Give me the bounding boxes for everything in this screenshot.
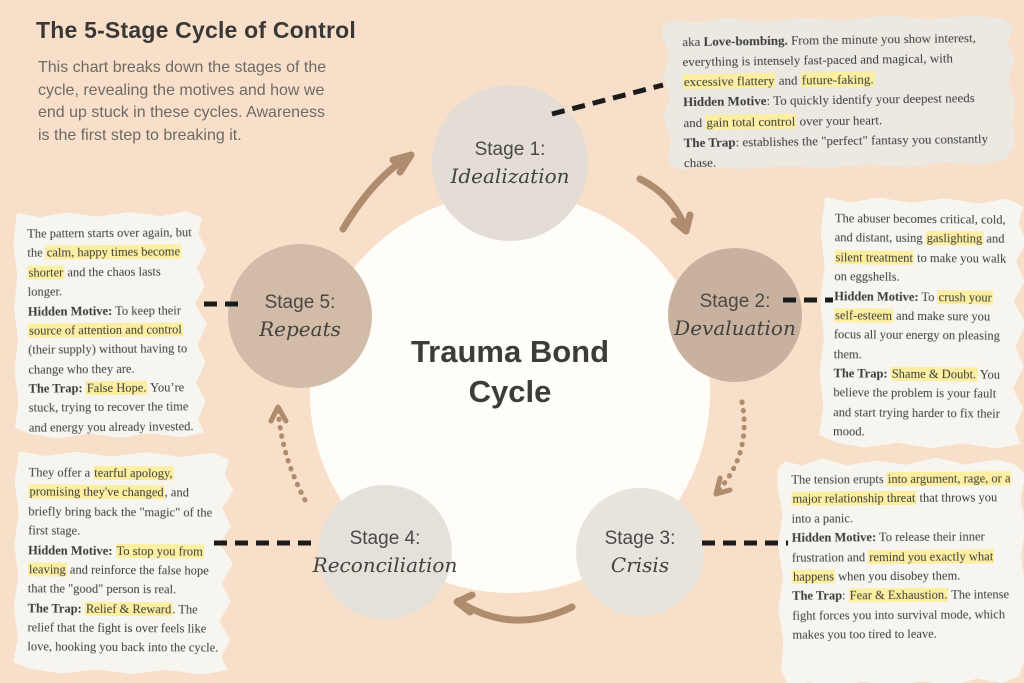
note-stage-5: The pattern starts over again, but the c… [13,211,208,439]
note-stage-2: The abuser becomes critical, cold, and d… [819,197,1024,449]
note-stage-2-text: The abuser becomes critical, cold, and d… [832,211,1007,439]
note-stage-3-text: The tension erupts into argument, rage, … [791,471,1011,642]
stage-2-label: Stage 2: [699,290,771,312]
page-title: The 5-Stage Cycle of Control [36,17,356,43]
cycle-center-title-line1: Trauma Bond [410,334,610,369]
stage-5-label: Stage 5: [264,291,336,313]
arrow-stage4-to-stage5-icon [275,405,308,503]
stage-4-name: Reconciliation [312,552,458,577]
arrow-stage1-to-stage2-icon [636,175,690,234]
stage-1-name: Idealization [450,163,570,188]
arrow-stage3-to-stage4-icon [454,597,576,624]
stage-5-name: Repeats [259,316,341,341]
arrow-stage2-to-stage3-head-icon [713,475,733,497]
stage-5-circle: Stage 5: Repeats [228,244,372,388]
arrow-stage4-to-stage5-head-icon [268,404,289,424]
arrow-stage2-to-stage3-icon [713,399,747,496]
stage-3-circle: Stage 3: Crisis [576,488,704,616]
cycle-center-title: Trauma Bond Cycle [315,332,705,411]
note-stage-1-text: aka Love-bombing. From the minute you sh… [682,30,989,171]
page-subtitle: This chart breaks down the stages of the… [38,59,327,145]
note-stage-4: They offer a tearful apology, promising … [13,451,234,675]
arrow-stage3-to-stage4-head-icon [453,591,476,616]
stage-2-circle: Stage 2: Devaluation [668,248,802,382]
note-stage-4-text: They offer a tearful apology, promising … [27,465,219,656]
connector-stage1-note-icon [551,82,664,117]
note-stage-3: The tension erupts into argument, rage, … [777,457,1024,683]
stage-4-circle: Stage 4: Reconciliation [313,485,457,619]
stage-1-label: Stage 1: [474,138,546,160]
stage-1-circle: Stage 1: Idealization [432,85,588,241]
stage-3-label: Stage 3: [604,527,676,549]
note-stage-5-text: The pattern starts over again, but the c… [27,225,194,435]
stage-3-name: Crisis [610,552,670,577]
note-stage-1: aka Love-bombing. From the minute you sh… [662,14,1016,171]
stage-4-label: Stage 4: [349,527,421,549]
arrow-stage1-to-stage2-head-icon [670,211,694,235]
stage-2-name: Devaluation [674,315,796,340]
arrow-stage5-to-stage1-icon [339,152,414,233]
cycle-center-title-line2: Cycle [468,373,552,409]
arrow-stage5-to-stage1-head-icon [389,151,415,176]
